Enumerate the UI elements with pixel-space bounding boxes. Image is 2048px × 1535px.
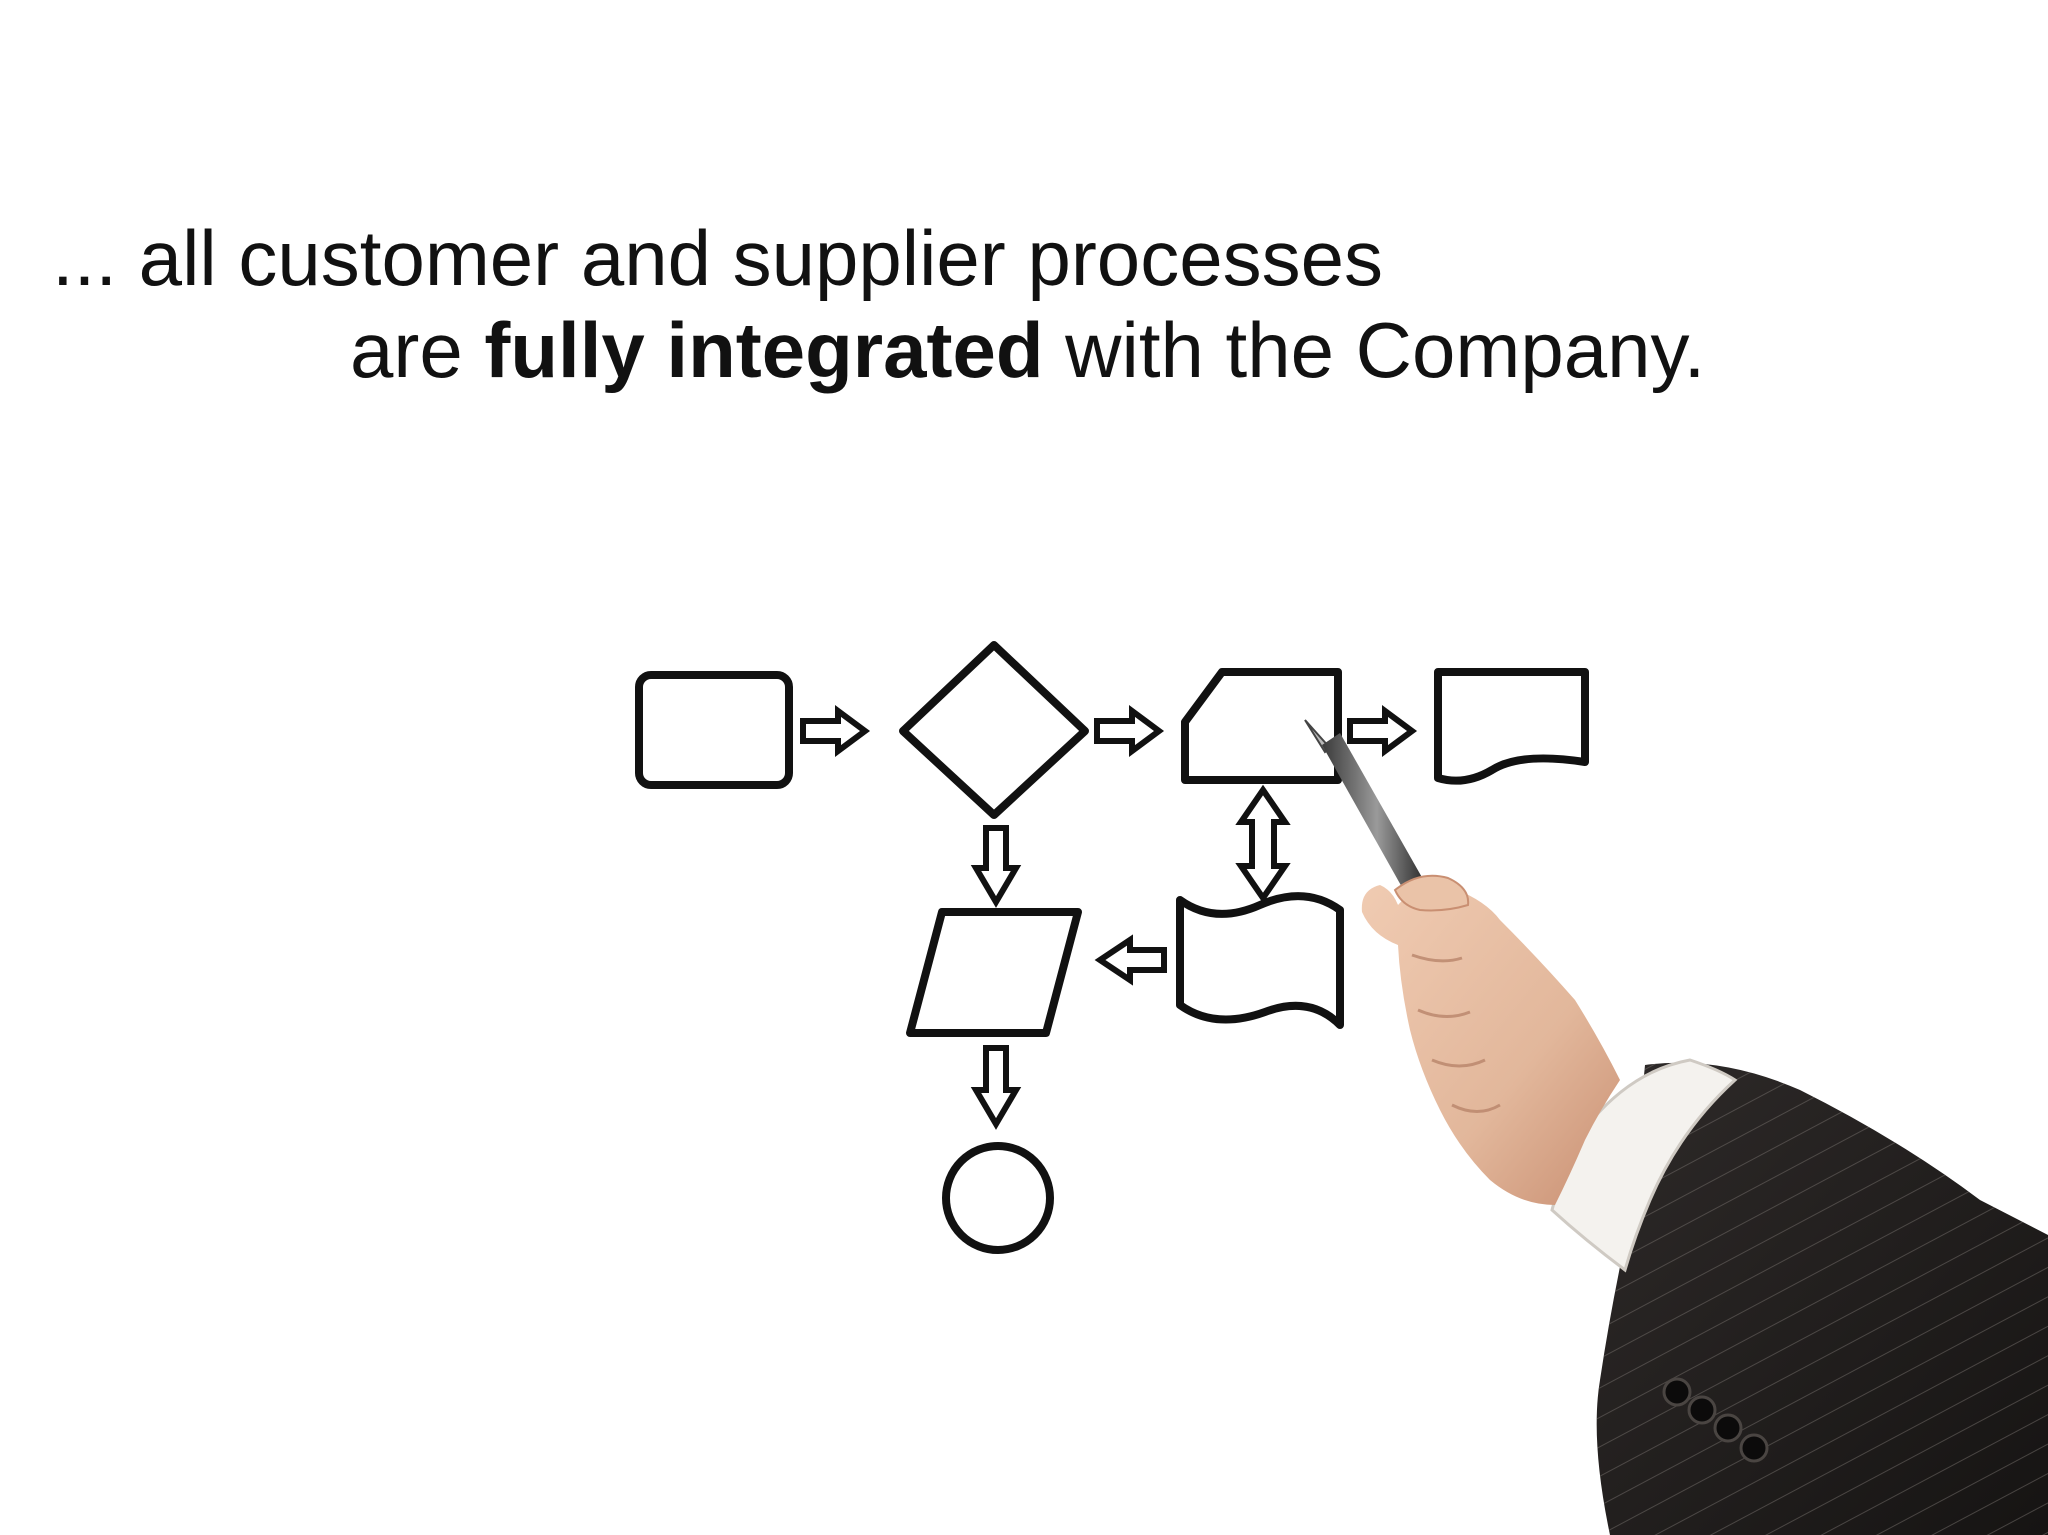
arrow-down-icon — [970, 825, 1022, 908]
headline-line-2: are fully integrated with the Company. — [52, 304, 1705, 396]
decision-shape — [899, 641, 1089, 819]
terminator-shape — [635, 671, 793, 789]
thumb — [1393, 874, 1470, 912]
arrow-right-icon — [1094, 705, 1165, 757]
cuff-buttons — [1662, 1377, 1769, 1463]
arrow-down-icon — [970, 1045, 1022, 1130]
headline-line-2-prefix: are — [350, 306, 485, 394]
hand — [1361, 885, 1620, 1205]
headline-line-2-suffix: with the Company. — [1043, 306, 1706, 394]
connector-shape — [942, 1142, 1054, 1254]
arrow-bidirectional-icon — [1235, 784, 1291, 904]
manual-input-shape — [1181, 668, 1342, 784]
document-shape — [1434, 668, 1589, 785]
arrow-right-icon — [800, 705, 871, 757]
headline-line-1: ... all customer and supplier processes — [52, 214, 1383, 302]
data-input-shape — [906, 908, 1082, 1037]
headline-emphasis: fully integrated — [484, 306, 1044, 394]
pen-icon — [1304, 719, 1432, 905]
shirt-cuff — [1550, 1058, 1738, 1273]
headline: ... all customer and supplier processes … — [52, 212, 1705, 396]
arrow-left-icon — [1094, 934, 1167, 986]
punched-tape-shape — [1176, 892, 1344, 1029]
arrow-right-icon — [1347, 705, 1418, 757]
